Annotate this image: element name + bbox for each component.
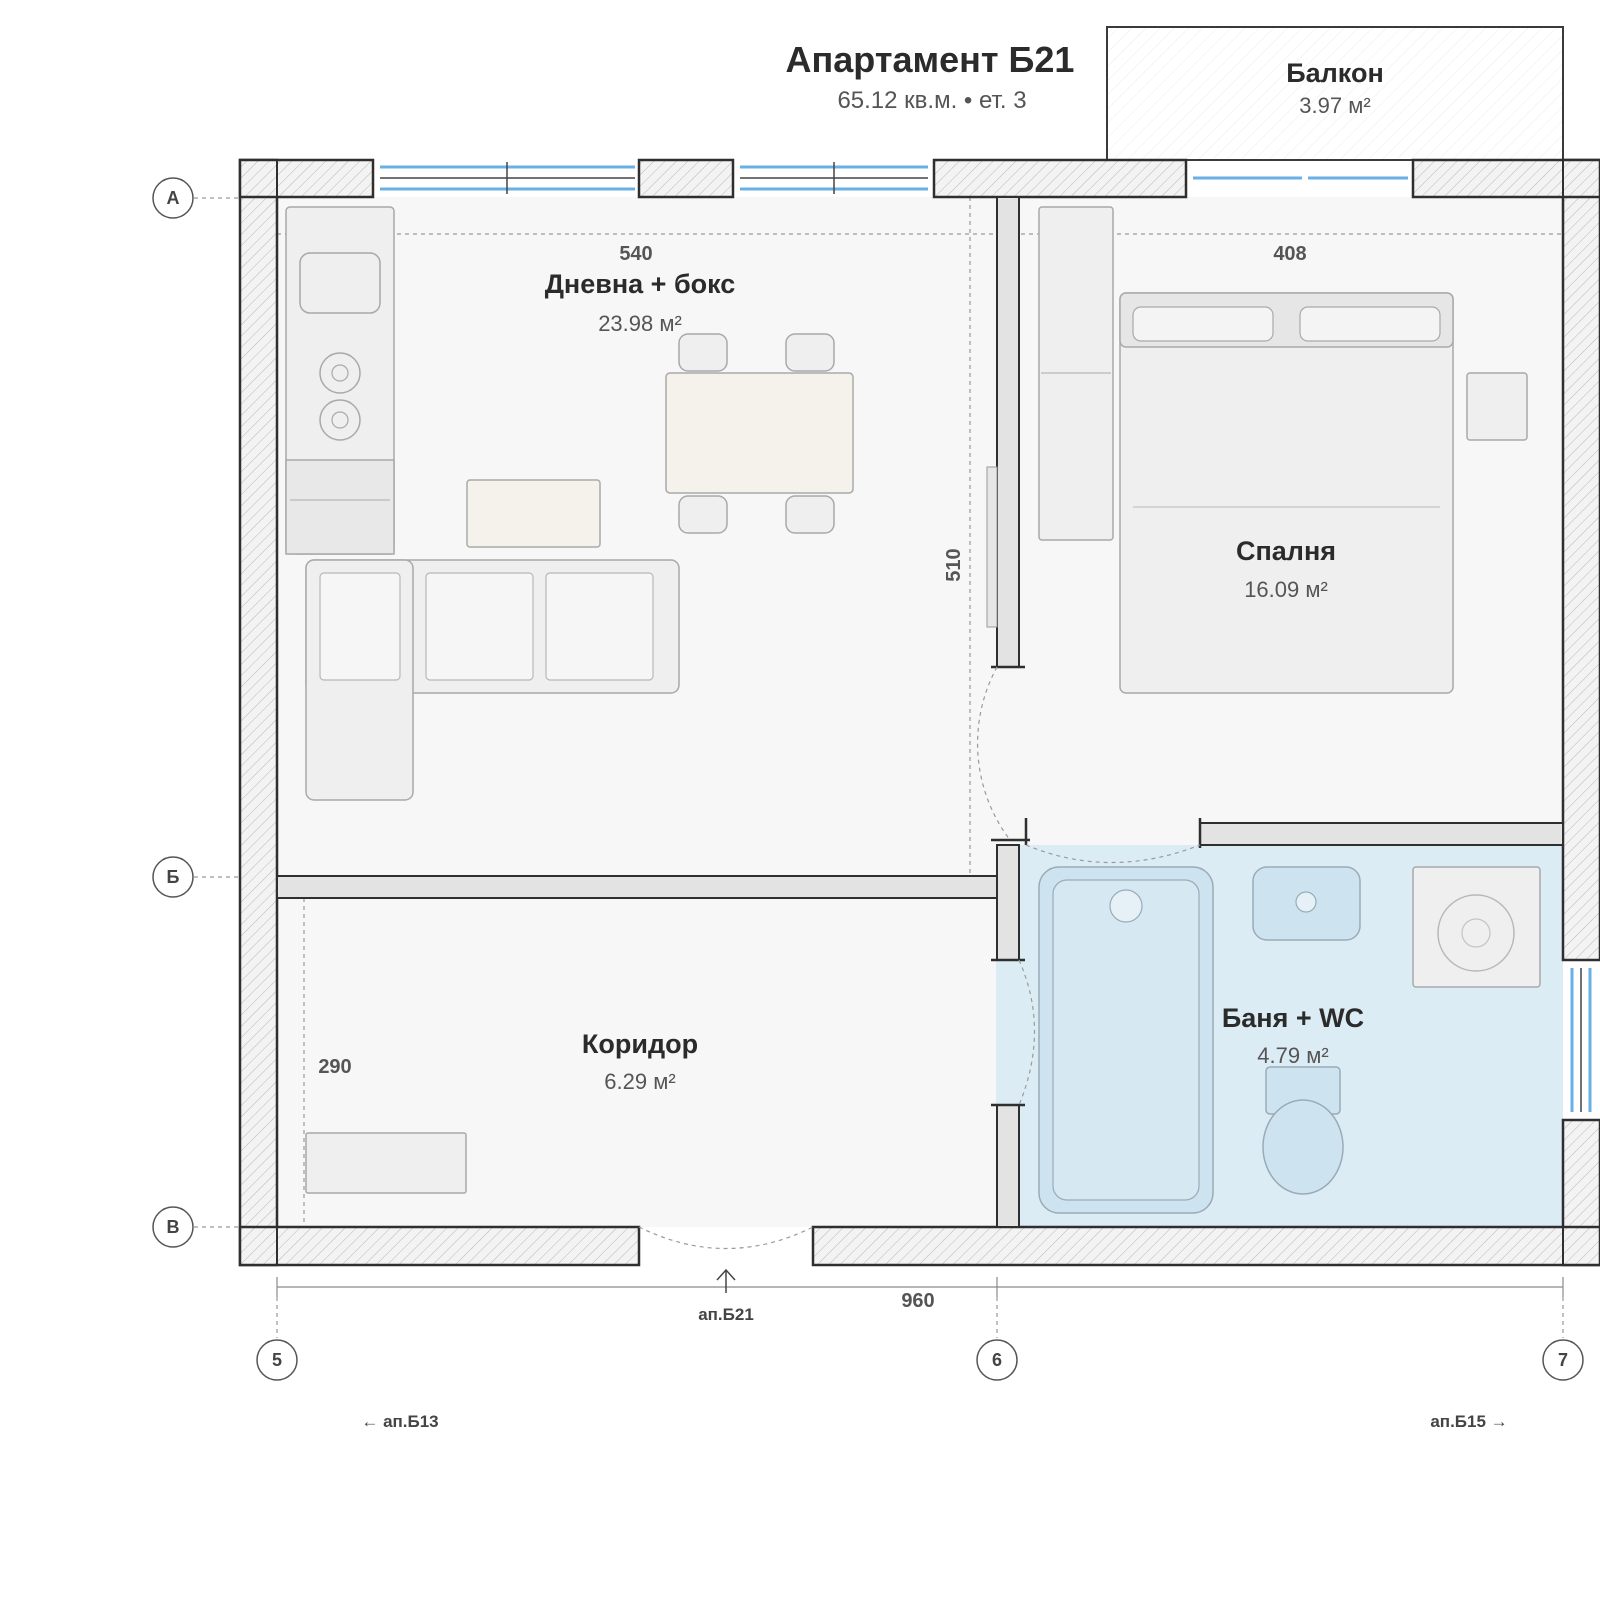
interior-partitions [276, 196, 1564, 1228]
bed [1119, 292, 1454, 694]
axis-row-a: А [152, 177, 238, 219]
left-neighbor-label: ← ап.Б13 [361, 1412, 438, 1431]
washing-machine [1412, 866, 1541, 988]
right-neighbor-label: ап.Б15 → [1430, 1412, 1507, 1431]
room-name-balcony: Балкон [1286, 58, 1384, 88]
door-swings [638, 666, 1201, 1250]
dimension-total-width: 960 [901, 1290, 934, 1312]
coffee-table [466, 479, 601, 548]
room-area-corridor: 6.29 м² [604, 1069, 675, 1094]
axis-col-5: 5 [256, 1297, 298, 1381]
balcony: Балкон 3.97 м² [1106, 26, 1564, 161]
washbasin [1252, 866, 1361, 941]
dimension-living-width: 540 [619, 243, 652, 265]
dimension-living-depth: 510 [943, 548, 965, 581]
nightstand [1466, 372, 1528, 441]
axis-row-v: В [152, 1206, 238, 1248]
window-living-1 [380, 162, 635, 194]
axis-col-7: 7 [1542, 1297, 1584, 1381]
exterior-walls [238, 158, 1600, 1267]
toilet [1262, 1066, 1344, 1195]
room-area-living: 23.98 м² [598, 311, 682, 336]
axis-row-b-label: Б [167, 867, 180, 887]
room-area-balcony: 3.97 м² [1299, 93, 1370, 118]
dimension-bedroom-width: 408 [1273, 243, 1306, 265]
room-name-bedroom: Спалня [1236, 536, 1336, 566]
room-name-living: Дневна + бокс [545, 269, 736, 299]
axis-row-b: Б [152, 856, 238, 898]
room-area-bath: 4.79 м² [1257, 1043, 1328, 1068]
room-name-corridor: Коридор [582, 1029, 698, 1059]
dimension-line-total [276, 1277, 1564, 1297]
axis-row-a-label: А [167, 188, 180, 208]
entrance-arrow-icon [716, 1268, 736, 1293]
page-subtitle: 65.12 кв.м. • ет. 3 [837, 87, 1026, 114]
bathtub [1038, 866, 1214, 1214]
kitchen-counter [285, 206, 395, 555]
axis-row-v-label: В [167, 1217, 180, 1237]
window-living-2 [740, 162, 928, 194]
room-area-bedroom: 16.09 м² [1244, 577, 1328, 602]
room-name-bath: Баня + WC [1222, 1003, 1364, 1033]
axis-col-5-label: 5 [272, 1350, 282, 1370]
entrance-label: ап.Б21 [698, 1305, 754, 1324]
axis-col-6-label: 6 [992, 1350, 1002, 1370]
wardrobe [1038, 206, 1114, 541]
dining-table [665, 333, 854, 534]
shoe-cabinet [305, 1132, 467, 1194]
axis-col-7-label: 7 [1558, 1350, 1568, 1370]
page-title: Апартамент Б21 [786, 39, 1075, 80]
window-bath [1570, 968, 1592, 1112]
dimension-corridor-depth: 290 [318, 1056, 351, 1078]
sofa [305, 559, 680, 801]
axis-col-6: 6 [976, 1297, 1018, 1381]
